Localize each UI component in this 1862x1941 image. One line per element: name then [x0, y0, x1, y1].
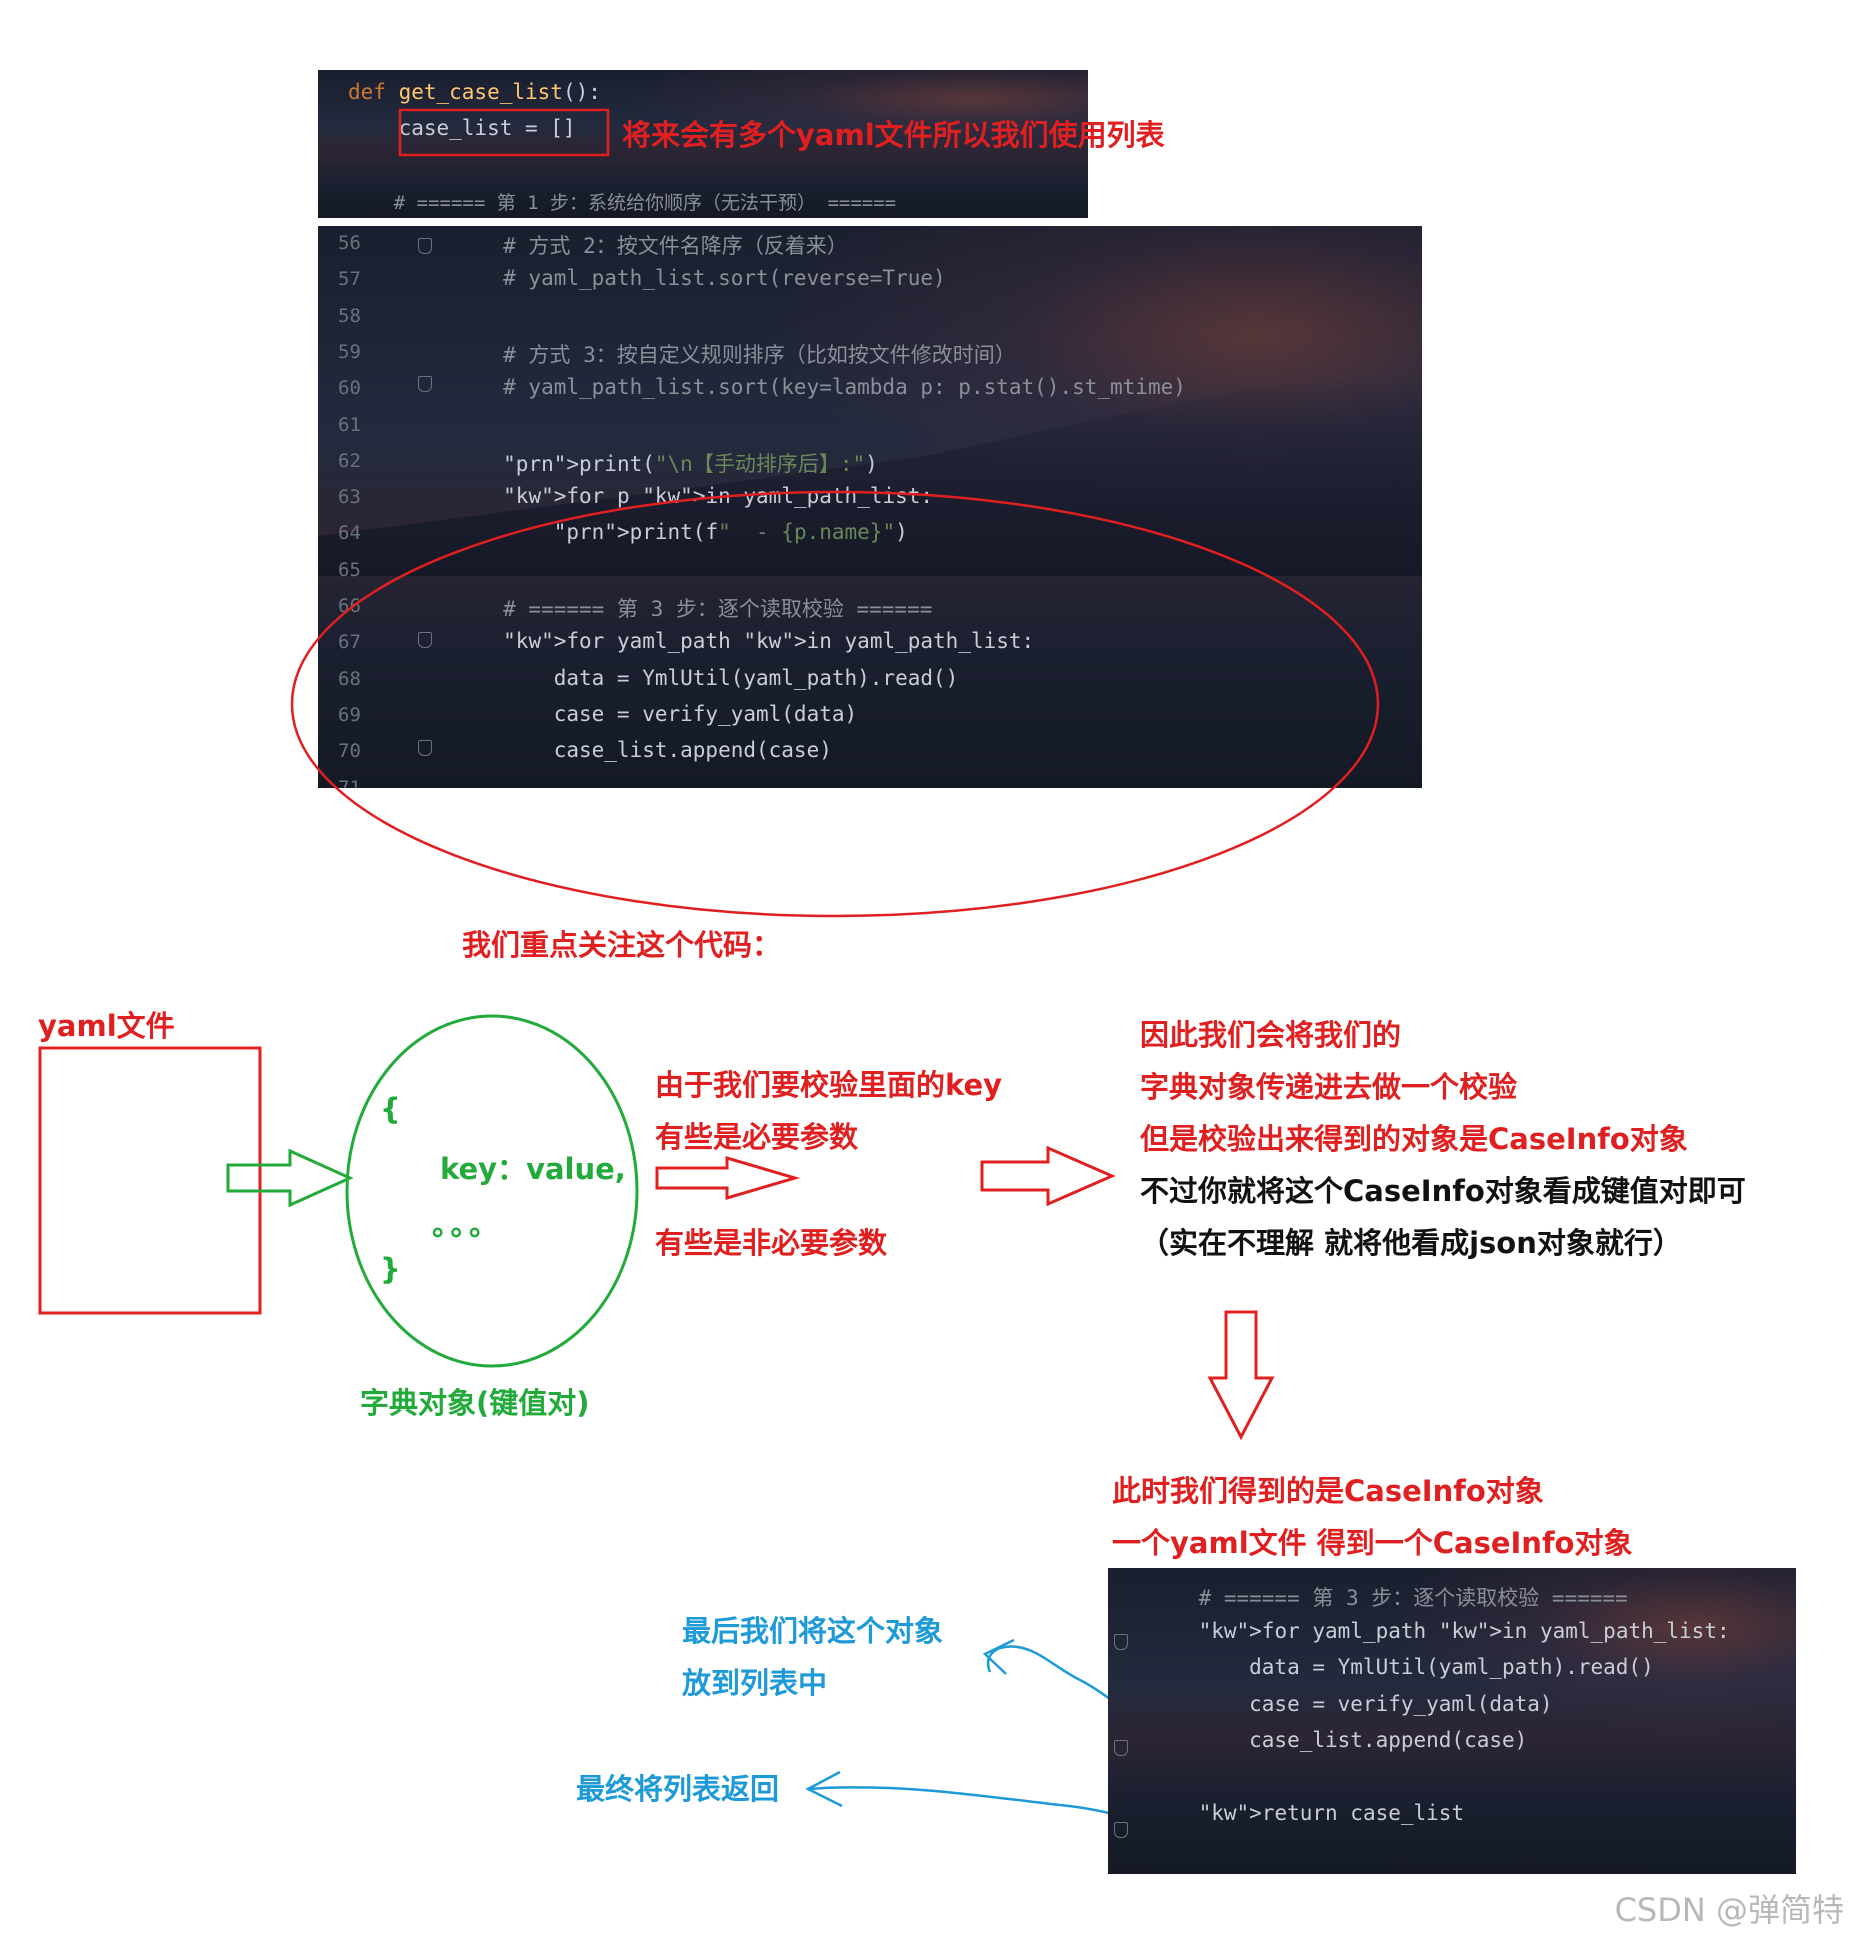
code-line: "kw">return case_list [1198, 1801, 1465, 1825]
blue-arrowhead-2 [805, 1770, 843, 1808]
dict-close-brace: } [380, 1252, 401, 1286]
caseinfo-note-3: 但是校验出来得到的对象是CaseInfo对象 [1140, 1122, 1688, 1156]
top-code-panel: def get_case_list(): case_list = [] # ==… [318, 70, 1088, 218]
sunset-glow-bottom [1383, 1568, 1796, 1737]
code-line: case_list.append(case) [1148, 1728, 1528, 1752]
fold-marker[interactable] [418, 632, 432, 648]
line-number: 58 [338, 304, 361, 327]
red-arrow-1 [655, 1155, 801, 1201]
caseinfo-note-1: 因此我们会将我们的 [1140, 1018, 1402, 1052]
fold-marker[interactable] [418, 238, 432, 254]
main-code-panel: 56 # 方式 2：按文件名降序（反着来） 57 # yaml_path_list… [318, 226, 1422, 788]
code-line: "kw">for p "kw">in yaml_path_list: [503, 484, 934, 509]
code-line: "prn">print(f" - {p.name}") [553, 520, 908, 545]
line-number: 69 [338, 703, 361, 726]
focus-label: 我们重点关注这个代码： [462, 928, 782, 962]
line-number: 56 [338, 232, 361, 254]
code-line-step1-comment: # ====== 第 1 步：系统给你顺序（无法干预） ====== [348, 192, 897, 214]
blue-arrowhead-1 [982, 1638, 1015, 1675]
caseinfo-note-5: （实在不理解 就将他看成json对象就行） [1140, 1226, 1682, 1260]
code-line-def: def get_case_list(): [348, 80, 601, 104]
line-number: 59 [338, 340, 361, 363]
line-number: 60 [338, 377, 361, 400]
verify-note-3: 有些是非必要参数 [655, 1226, 888, 1260]
code-line: # ====== 第 3 步：逐个读取校验 ====== [402, 597, 933, 621]
fold-marker[interactable] [1114, 1822, 1128, 1838]
red-arrow-2 [980, 1145, 1116, 1207]
fold-marker[interactable] [418, 376, 432, 392]
code-line: # 方式 3：按自定义规则排序（比如按文件修改时间） [402, 342, 1016, 367]
dict-caption: 字典对象(键值对) [360, 1386, 590, 1420]
line-number: 71 [338, 776, 361, 789]
code-line: "kw">for yaml_path "kw">in yaml_path_lis… [503, 629, 1035, 654]
blue-note-2: 放到列表中 [682, 1666, 828, 1700]
code-line: # yaml_path_list.sort(reverse=True) [402, 266, 946, 291]
sunset-glow [626, 70, 1088, 152]
verify-note-1: 由于我们要校验里面的key [655, 1068, 1003, 1102]
code-line: data = YmlUtil(yaml_path).read() [1148, 1655, 1654, 1679]
code-line: case = verify_yaml(data) [402, 701, 858, 726]
code-line: # ====== 第 3 步：逐个读取校验 ====== [1148, 1586, 1628, 1610]
red-down-arrow [1207, 1310, 1275, 1441]
caseinfo-note-4: 不过你就将这个CaseInfo对象看成键值对即可 [1140, 1174, 1746, 1208]
dict-ellipse [345, 1014, 639, 1368]
line-number: 62 [338, 449, 361, 472]
focus-ellipse [290, 490, 1380, 918]
case-list-highlight-box [398, 108, 610, 157]
fold-marker[interactable] [1114, 1634, 1128, 1650]
code-line: "kw">for yaml_path "kw">in yaml_path_lis… [1198, 1618, 1730, 1643]
yaml-file-box [38, 1046, 262, 1315]
caseinfo-note-2: 字典对象传递进去做一个校验 [1140, 1070, 1518, 1104]
watermark: CSDN @弹简特 [1614, 1891, 1844, 1929]
verify-note-2: 有些是必要参数 [655, 1120, 859, 1154]
line-number: 64 [338, 522, 361, 545]
code-line: data = YmlUtil(yaml_path).read() [402, 665, 959, 690]
code-line: # 方式 2：按文件名降序（反着来） [402, 234, 848, 258]
code-line-case-list: case_list = [] [348, 116, 576, 140]
yaml-label: yaml文件 [38, 1009, 175, 1043]
fold-marker[interactable] [1114, 1740, 1128, 1756]
line-number: 61 [338, 413, 361, 436]
code-line: # yaml_path_list.sort(key=lambda p: p.st… [402, 375, 1186, 400]
line-number: 57 [338, 268, 361, 291]
dict-open-brace: { [380, 1092, 401, 1126]
blue-note-1: 最后我们将这个对象 [682, 1614, 944, 1648]
line-number: 70 [338, 740, 361, 763]
dict-ellipsis: 。。。 [432, 1208, 503, 1242]
dict-entry: key：value, [440, 1152, 626, 1186]
bottom-code-panel: # ====== 第 3 步：逐个读取校验 ====== "kw">for ya… [1108, 1568, 1796, 1874]
line-number: 63 [338, 486, 361, 509]
blue-note-3: 最终将列表返回 [576, 1772, 780, 1806]
line-number: 67 [338, 631, 361, 654]
code-line: case_list.append(case) [402, 738, 832, 763]
code-line: case = verify_yaml(data) [1148, 1691, 1553, 1716]
line-number: 65 [338, 558, 361, 581]
line-number: 66 [338, 595, 361, 617]
result-note-2: 一个yaml文件 得到一个CaseInfo对象 [1112, 1526, 1633, 1560]
result-note-1: 此时我们得到的是CaseInfo对象 [1112, 1474, 1544, 1508]
top-annotation: 将来会有多个yaml文件所以我们使用列表 [622, 118, 1165, 152]
fold-marker[interactable] [418, 740, 432, 756]
line-number: 68 [338, 667, 361, 690]
green-arrow [226, 1148, 354, 1208]
code-line: "prn">print("\n【手动排序后】:") [503, 451, 878, 476]
